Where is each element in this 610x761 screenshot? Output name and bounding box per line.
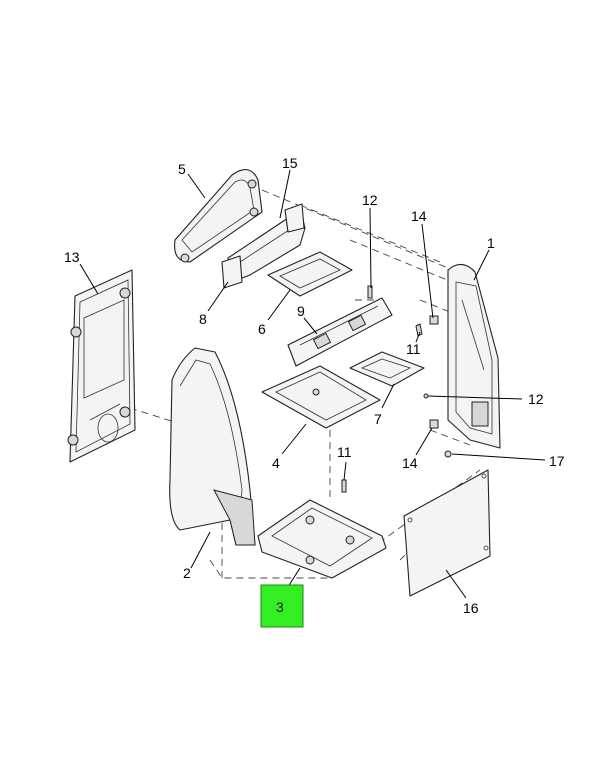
part-1-side-panel[interactable] (447, 263, 501, 449)
callout-15[interactable]: 15 (282, 155, 298, 171)
callout-4[interactable]: 4 (272, 455, 280, 471)
callout-11-upper[interactable]: 11 (406, 341, 421, 357)
part-6-frame[interactable] (267, 251, 353, 297)
part-13-rear-panel[interactable] (67, 269, 136, 463)
part-2-side-panel[interactable] (169, 347, 256, 546)
leader-lines (79, 169, 546, 599)
callout-labels: 1 2 4 5 6 7 8 9 11 11 12 12 13 14 14 15 … (64, 155, 565, 616)
clip-14-lower[interactable] (429, 419, 439, 429)
callout-14-upper[interactable]: 14 (411, 208, 427, 224)
screw-11-upper[interactable] (415, 323, 423, 337)
callout-6[interactable]: 6 (258, 321, 266, 337)
callout-7[interactable]: 7 (374, 411, 382, 427)
screw-12-lower[interactable] (423, 393, 429, 399)
callout-12-upper[interactable]: 12 (362, 192, 378, 208)
part-8-mount-plate[interactable] (221, 255, 243, 289)
part-5-top-cover[interactable] (174, 169, 263, 263)
part-9-console-bracket[interactable] (287, 297, 393, 367)
callout-16[interactable]: 16 (463, 600, 479, 616)
part-4-tray[interactable] (261, 365, 381, 429)
callout-8[interactable]: 8 (199, 311, 207, 327)
callout-3-label: 3 (276, 599, 284, 615)
part-16-cover-plate[interactable] (403, 469, 491, 597)
callout-5[interactable]: 5 (178, 161, 186, 177)
bolt-17[interactable] (444, 450, 452, 458)
callout-13[interactable]: 13 (64, 249, 80, 265)
callout-2[interactable]: 2 (183, 565, 191, 581)
part-7-small-frame[interactable] (349, 351, 425, 387)
callout-9[interactable]: 9 (297, 303, 305, 319)
screw-11-lower[interactable] (341, 479, 347, 493)
callout-14-lower[interactable]: 14 (402, 455, 418, 471)
callout-11-lower[interactable]: 11 (337, 444, 352, 460)
callout-17[interactable]: 17 (549, 453, 565, 469)
callout-1[interactable]: 1 (487, 235, 495, 251)
fasteners (341, 285, 452, 493)
part-3-base-plate[interactable] (257, 499, 387, 579)
selected-callout-highlight[interactable]: 3 (260, 584, 304, 628)
clip-14-upper[interactable] (429, 315, 439, 325)
callout-12-lower[interactable]: 12 (528, 391, 544, 407)
